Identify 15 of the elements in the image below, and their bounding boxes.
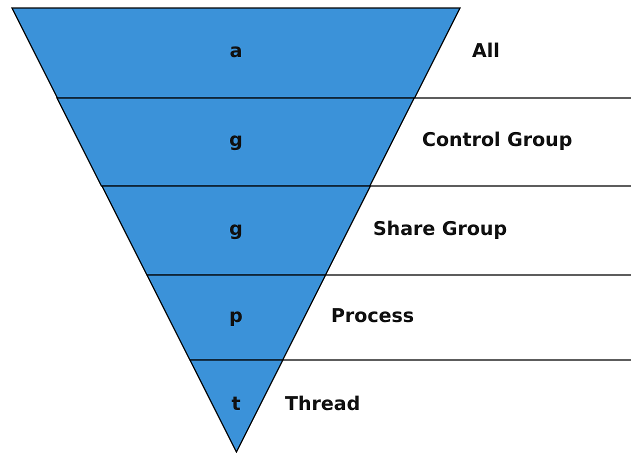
layer-label: Control Group <box>422 131 572 150</box>
layer-label: Share Group <box>373 220 508 238</box>
layer-label: Thread <box>285 395 360 414</box>
funnel-band <box>146 275 326 360</box>
funnel-band <box>190 360 282 452</box>
funnel-band <box>12 8 460 98</box>
layer-letter: t <box>231 395 241 414</box>
layer-label: Process <box>331 306 414 326</box>
layer-letter: a <box>230 42 242 61</box>
layer-letter: g <box>229 220 243 238</box>
layer-letter: g <box>229 131 243 150</box>
layer-letter: p <box>229 306 243 326</box>
layer-label: All <box>472 42 500 61</box>
funnel-band <box>102 186 370 275</box>
funnel-band <box>57 98 415 186</box>
